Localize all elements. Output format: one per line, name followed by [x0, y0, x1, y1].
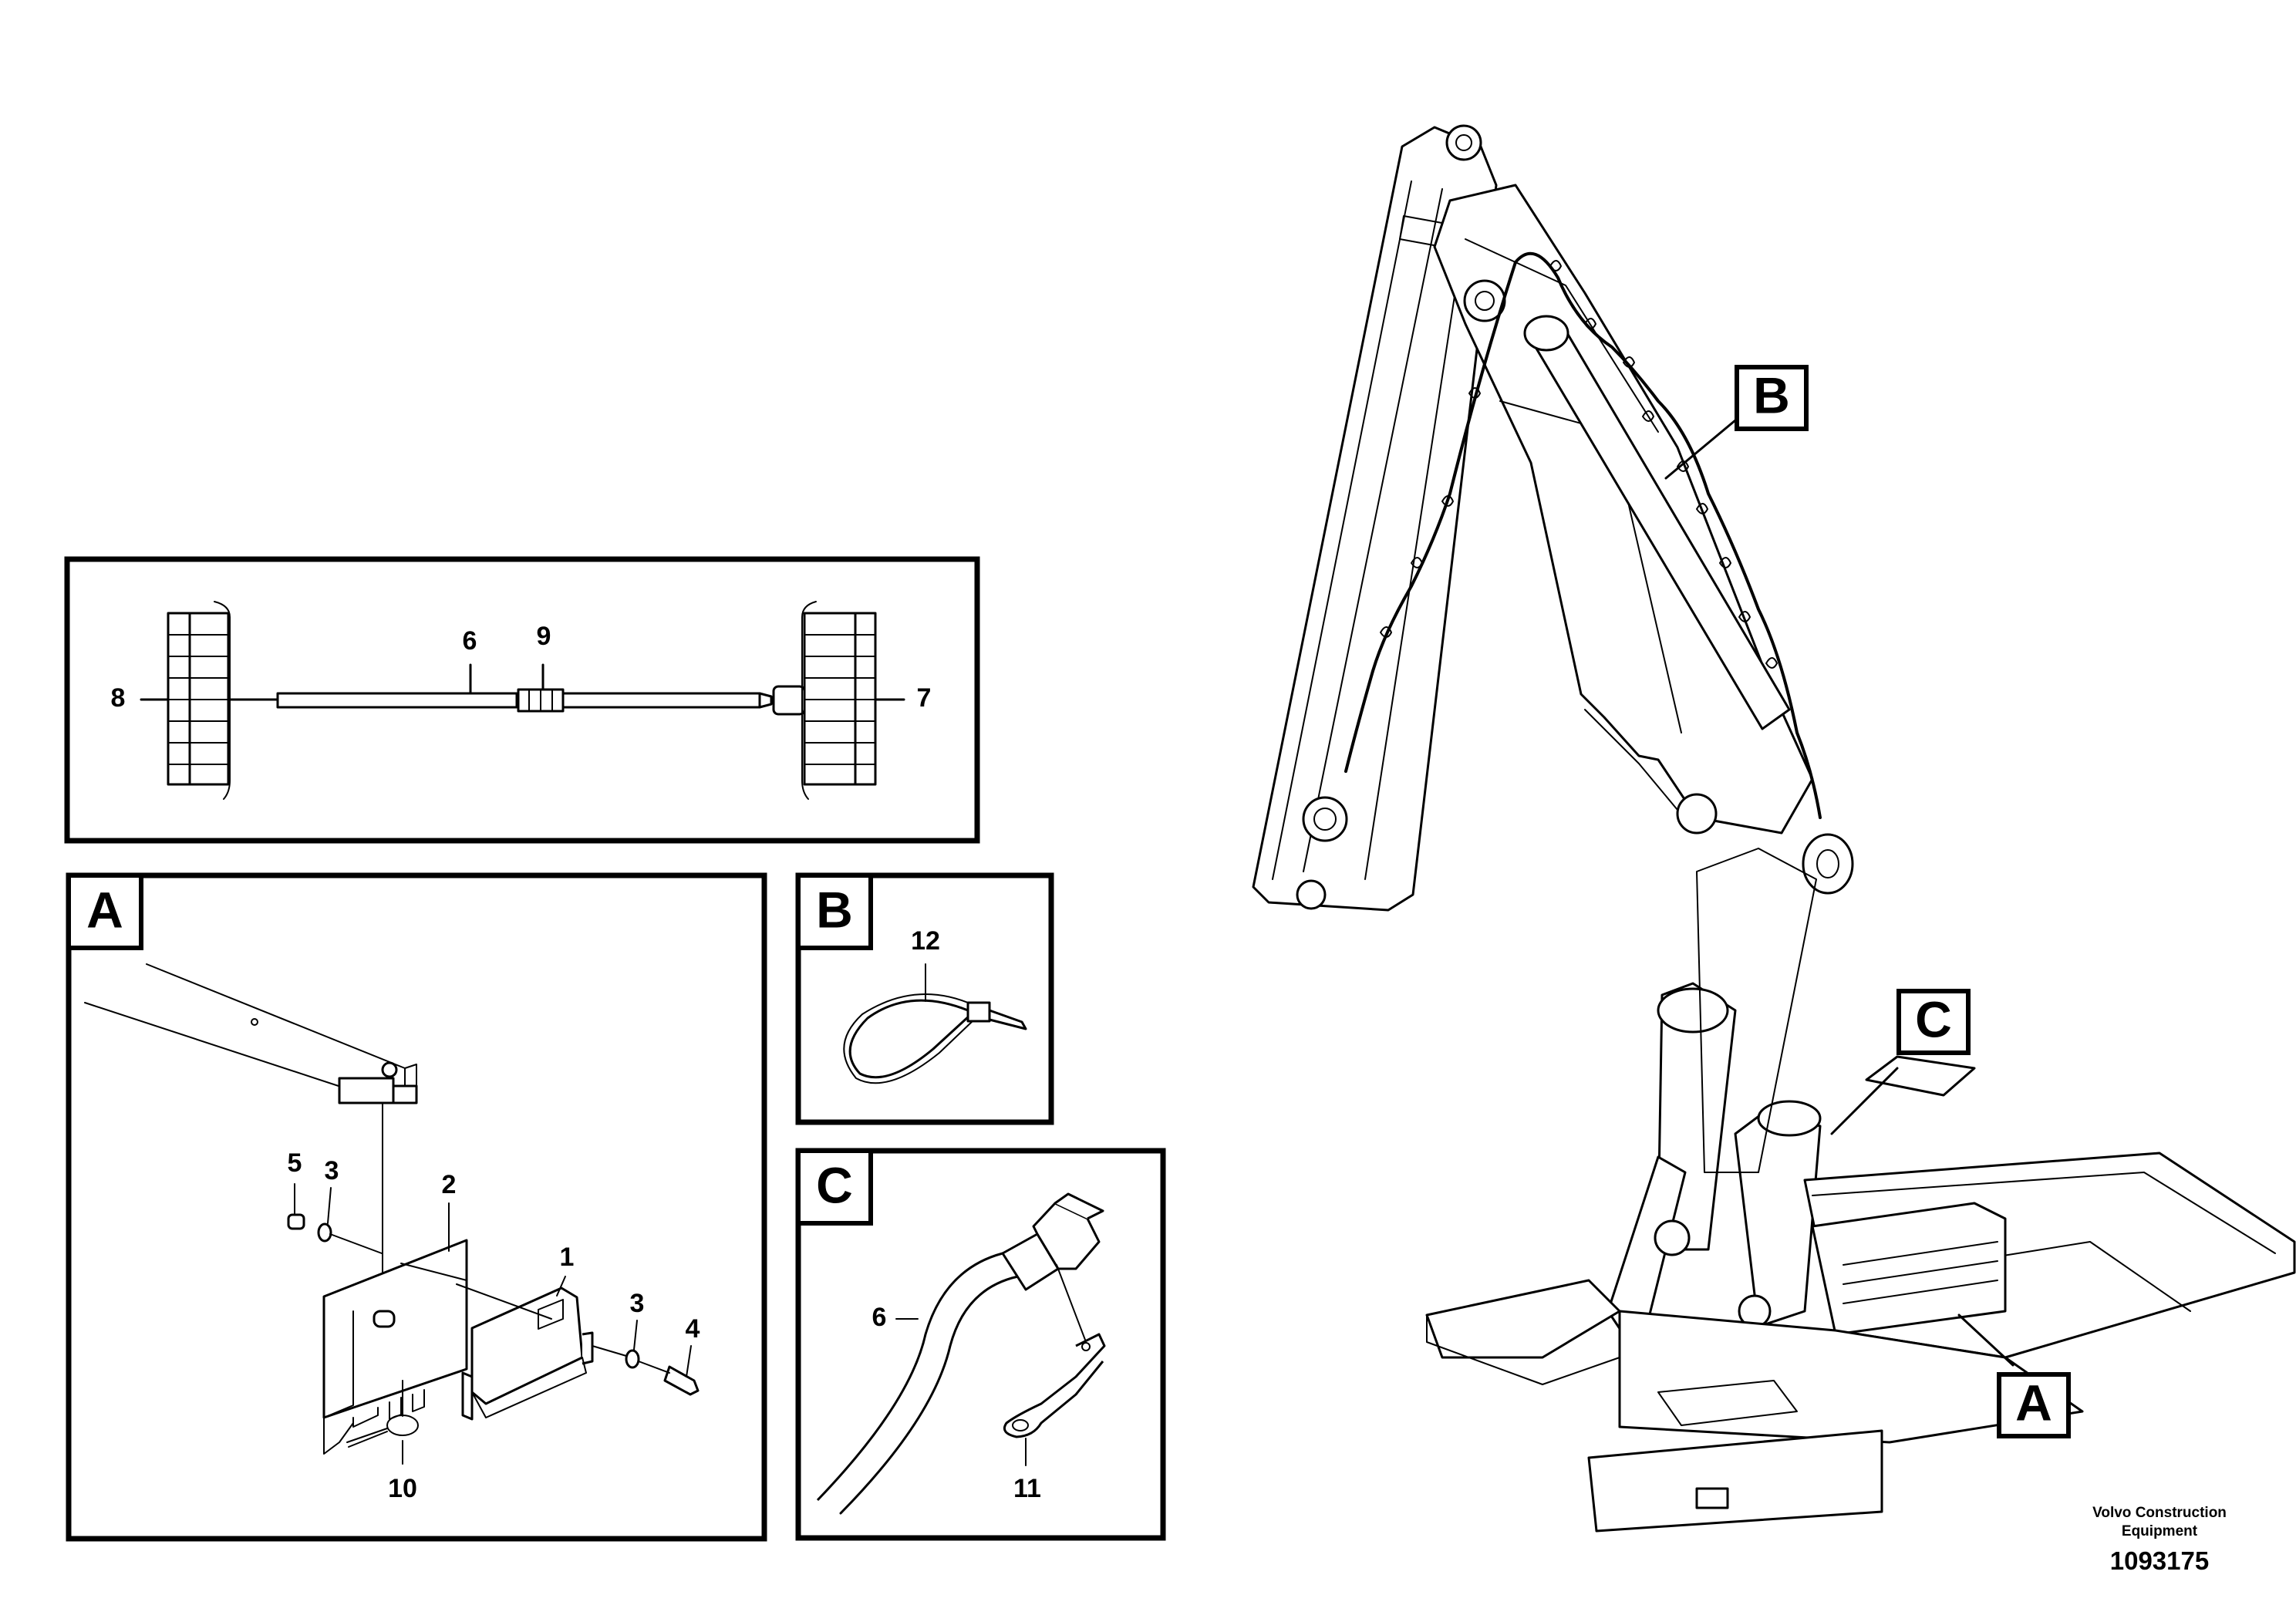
label-4: 4	[686, 1314, 700, 1344]
harness-clips	[1380, 260, 1778, 669]
label-2: 2	[442, 1170, 457, 1199]
drawing-number: 1093175	[2110, 1546, 2209, 1575]
wire-harness	[1514, 251, 1822, 819]
company-name-line1: Volvo Construction	[2092, 1505, 2227, 1521]
callout-c-label: C	[1915, 990, 1952, 1047]
company-name-line2: Equipment	[2122, 1523, 2198, 1539]
bolt-4	[663, 1365, 700, 1396]
label-3-right: 3	[630, 1289, 645, 1318]
upper-frame	[1425, 1055, 2296, 1533]
label-5: 5	[288, 1148, 302, 1178]
label-7: 7	[917, 683, 932, 713]
callout-a-tag	[1997, 1372, 2071, 1438]
panel-c-title: C	[816, 1156, 853, 1213]
control-box-1	[461, 1286, 594, 1421]
label-1: 1	[560, 1243, 575, 1272]
panel-a-frame	[66, 872, 767, 1542]
callout-a-label: A	[2015, 1374, 2052, 1431]
nut-5	[287, 1213, 305, 1230]
right-terminal-block	[801, 601, 877, 800]
detail-panel-c: C 6 11	[795, 1148, 1166, 1541]
boom	[1433, 184, 1814, 835]
washer-3-right	[625, 1349, 640, 1369]
left-terminal-block	[167, 601, 231, 800]
cable-tie-10	[346, 1380, 419, 1448]
arm-cylinder	[1523, 315, 1854, 895]
right-plug	[772, 685, 806, 716]
label-11: 11	[1013, 1474, 1041, 1503]
cable-segment-6	[276, 692, 518, 709]
cable-tie-12	[843, 993, 1027, 1084]
panel-b-tag	[796, 873, 873, 950]
label-3-left: 3	[325, 1156, 339, 1185]
inline-connector-9	[517, 688, 565, 713]
label-10: 10	[388, 1474, 417, 1503]
connector-detail-panel: 8 6 9 7	[64, 556, 980, 844]
label-9: 9	[537, 622, 551, 651]
panel-a-tag	[66, 873, 143, 950]
panel-a-title: A	[86, 881, 123, 938]
excavator-main-view: B C A	[1252, 124, 2296, 1533]
callout-b-leader	[1664, 419, 1737, 480]
label-8: 8	[111, 683, 126, 713]
callout-b-tag	[1735, 365, 1809, 431]
label-12: 12	[911, 926, 940, 956]
boom-cylinders	[1607, 848, 1822, 1359]
panel-b-title: B	[816, 881, 853, 938]
callout-b-label: B	[1753, 366, 1790, 423]
callout-c-leader	[1830, 1067, 1899, 1135]
ground-strap-11	[1003, 1333, 1106, 1438]
arm	[1252, 124, 1498, 912]
bracket-2	[322, 1239, 468, 1455]
callout-c-tag	[1896, 989, 1971, 1055]
callout-a-leader	[1957, 1313, 2014, 1367]
label-6-c: 6	[872, 1303, 887, 1332]
detail-panel-b: B 12	[795, 872, 1054, 1125]
label-6: 6	[463, 626, 477, 656]
panel-c-tag	[796, 1148, 873, 1226]
title-block: Volvo Construction Equipment 1093175	[2092, 1505, 2227, 1575]
washer-3-left	[317, 1222, 332, 1243]
detail-panel-a: A	[66, 872, 767, 1542]
